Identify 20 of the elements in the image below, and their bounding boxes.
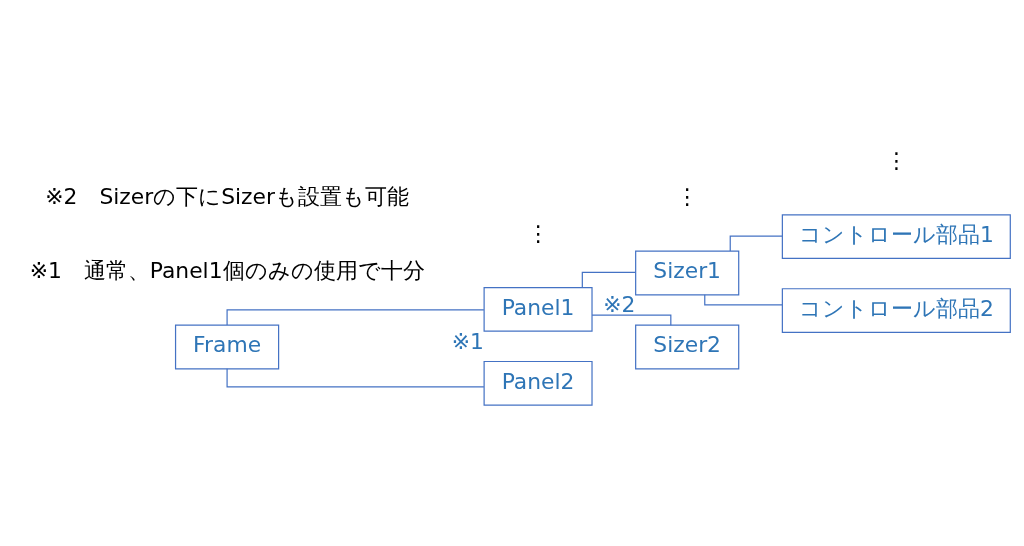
connector [226, 368, 485, 388]
node-box: コントロール部品1 [781, 214, 1011, 260]
node-box: Sizer1 [635, 250, 740, 296]
label: ⋮ [676, 184, 699, 210]
label: ⋮ [885, 148, 908, 174]
node-box: Sizer2 [635, 324, 740, 370]
connector [591, 314, 672, 326]
connector [729, 235, 783, 252]
node-box: Frame [174, 324, 280, 370]
label: ※1 通常、Panel1個のみの使用で十分 [29, 258, 425, 284]
label: ※2 Sizerの下にSizerも設置も可能 [45, 184, 409, 210]
label: ⋮ [527, 220, 549, 246]
node-label: ※1 [451, 328, 484, 354]
connector [581, 271, 636, 289]
connector [704, 294, 783, 306]
node-box: Panel2 [483, 360, 593, 406]
node-box: Panel1 [483, 286, 593, 332]
node-box: コントロール部品2 [781, 288, 1011, 333]
connector [226, 309, 485, 326]
node-label: ※2 [603, 292, 636, 318]
